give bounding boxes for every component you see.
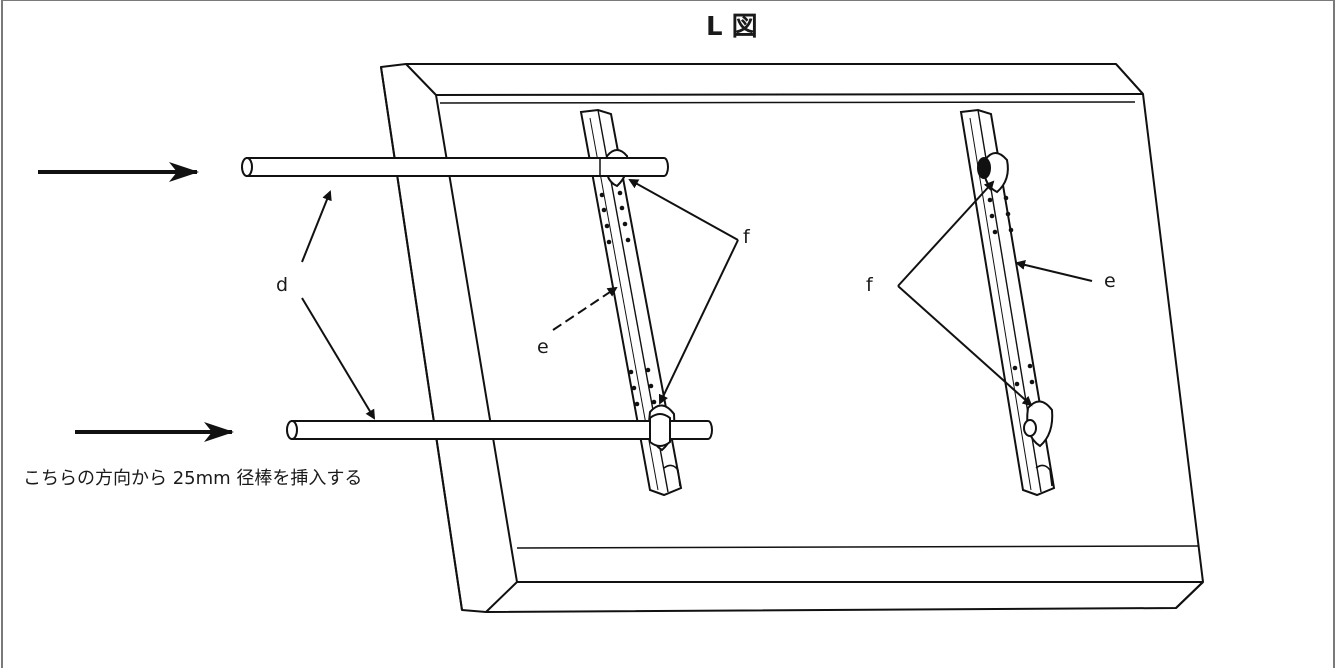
rod-lower [286,413,713,447]
leader-e-right [1015,260,1093,282]
label-d: d [276,274,289,296]
figure-title: L 図 [706,12,758,42]
label-e-right: e [1104,270,1116,292]
label-f-left: f [743,226,750,248]
wall-panel [380,63,1204,613]
label-e-left: e [537,336,549,358]
leader-f-right-lower [897,285,1033,407]
leader-e-left [552,286,618,331]
leader-d-lower [301,297,376,420]
leader-f-right-upper [897,180,995,287]
label-f-right: f [866,274,873,296]
leader-f-left-lower [658,239,739,405]
rod-upper [241,157,669,177]
insertion-instruction: こちらの方向から 25mm 径棒を挿入する [23,468,363,489]
leader-d-upper [301,190,332,263]
leader-f-left-upper [628,179,739,241]
